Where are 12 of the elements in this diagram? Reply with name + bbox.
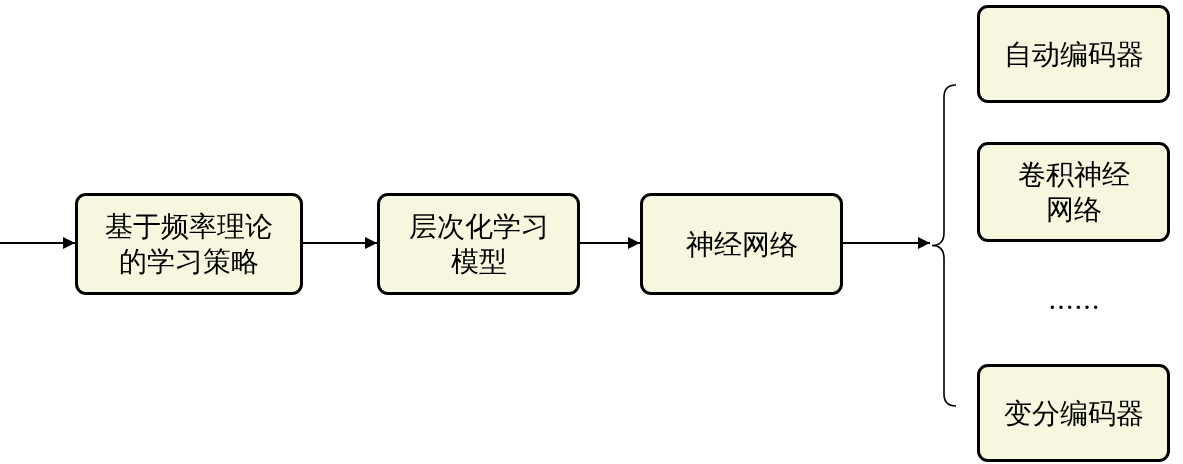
process-box: 变分编码器 (977, 364, 1170, 462)
ellipsis-text: …… (1048, 285, 1100, 315)
arrow (579, 237, 641, 249)
process-box: 卷积神经网络 (977, 142, 1170, 242)
process-box: 自动编码器 (977, 5, 1170, 103)
process-box: 基于频率理论的学习策略 (75, 193, 303, 295)
process-box: 神经网络 (640, 193, 843, 295)
arrow (842, 237, 931, 249)
arrow (302, 237, 378, 249)
arrow (0, 237, 76, 249)
curly-brace (930, 84, 958, 407)
process-box: 层次化学习模型 (377, 193, 580, 295)
